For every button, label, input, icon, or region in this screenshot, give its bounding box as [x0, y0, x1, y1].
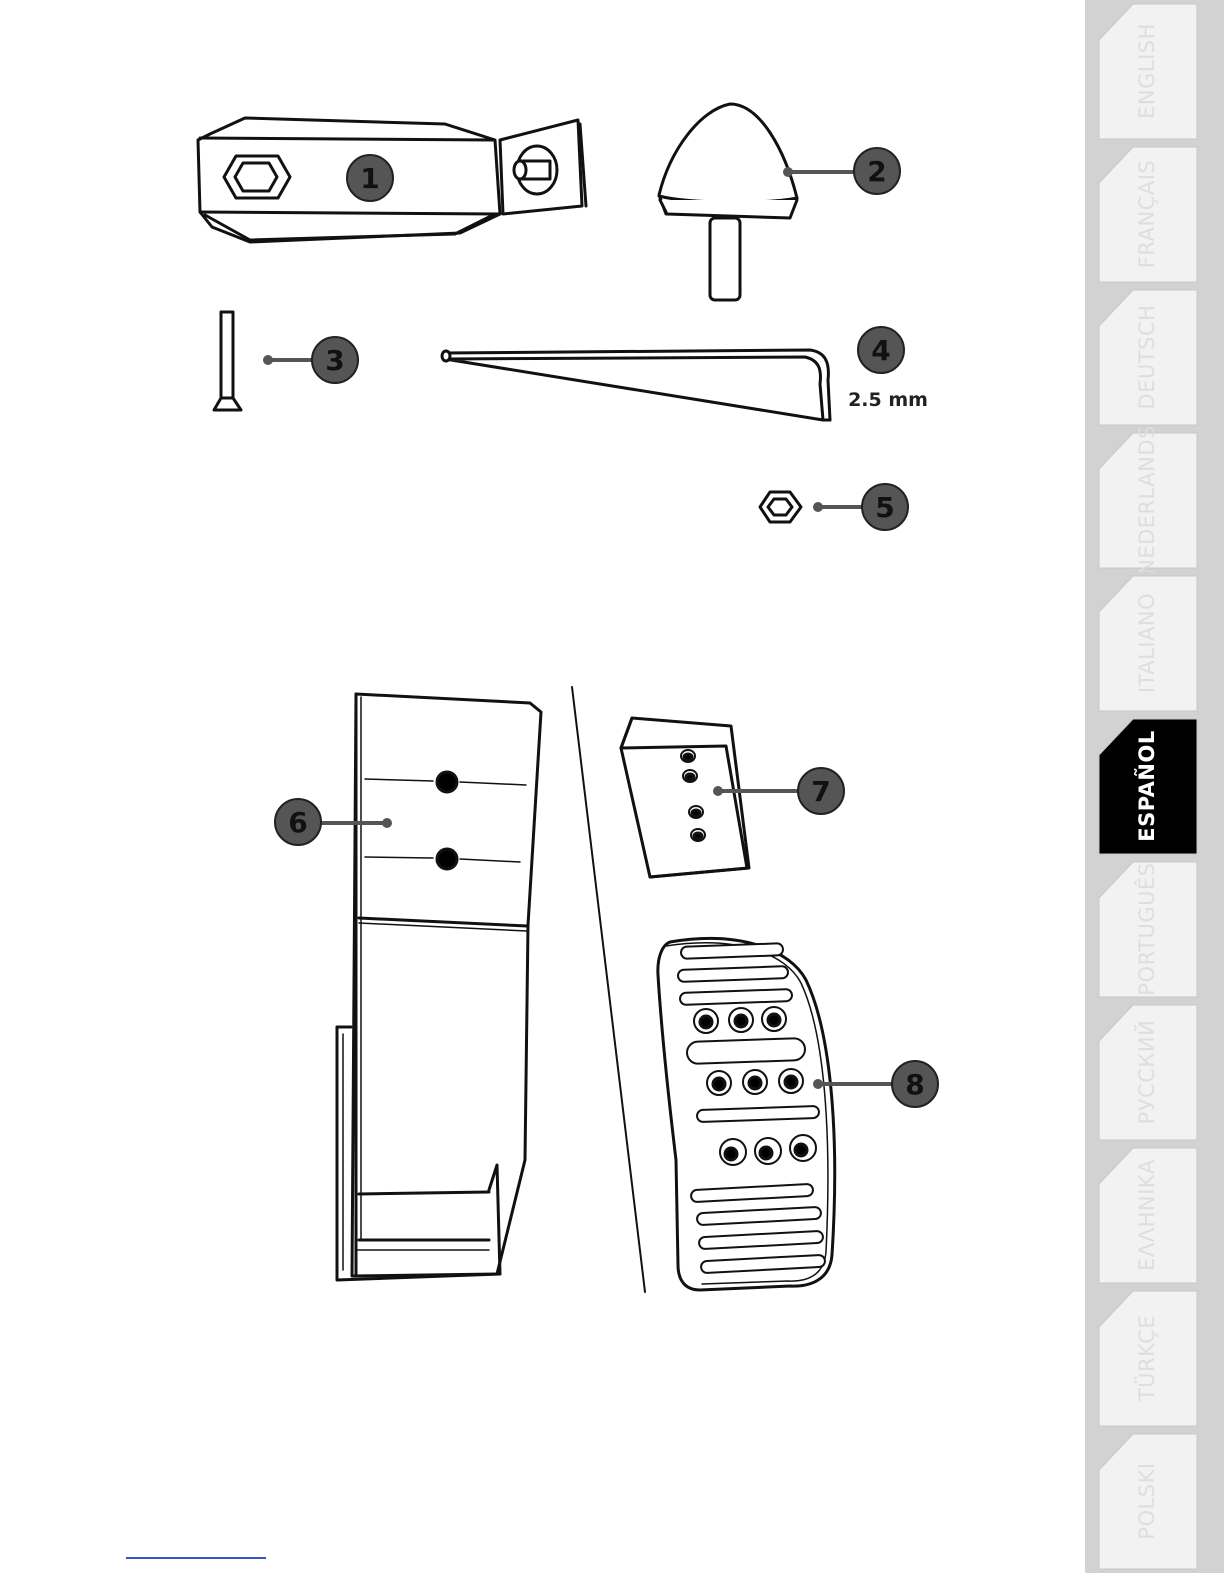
- language-tab-português[interactable]: PORTUGUÊS: [1085, 858, 1224, 1001]
- language-tab-ελληνικα[interactable]: ΕΛΛΗΝΙΚΑ: [1085, 1144, 1224, 1287]
- language-tab-deutsch[interactable]: DEUTSCH: [1085, 286, 1224, 429]
- language-tab-strip: ENGLISH FRANÇAIS DEUTSCH NEDERLANDS ITALIANO…: [1085, 0, 1224, 1584]
- language-tab-español[interactable]: ESPAÑOL: [1085, 715, 1224, 858]
- language-tab-русский[interactable]: РУССКИЙ: [1085, 1001, 1224, 1144]
- allen-key-size-label: 2.5 mm: [848, 389, 928, 411]
- part-7-spacer-block: [621, 718, 749, 877]
- callout-8: 8: [892, 1061, 938, 1107]
- svg-text:4: 4: [871, 334, 890, 367]
- language-tab-italiano[interactable]: ITALIANO: [1085, 572, 1224, 715]
- svg-text:2: 2: [867, 155, 886, 188]
- footer-link-underline: [126, 1557, 266, 1559]
- language-tab-français[interactable]: FRANÇAIS: [1085, 143, 1224, 286]
- callout-4: 4: [858, 327, 904, 373]
- language-tab-label: ITALIANO: [1135, 593, 1159, 693]
- language-tab-label: POLSKI: [1135, 1462, 1159, 1539]
- language-tab-label: TÜRKÇE: [1135, 1315, 1159, 1401]
- language-tab-türkçe[interactable]: TÜRKÇE: [1085, 1287, 1224, 1430]
- callout-6: 6: [275, 799, 321, 845]
- language-tab-label: ESPAÑOL: [1135, 730, 1159, 842]
- svg-text:7: 7: [811, 775, 830, 808]
- callout-2: 2: [854, 148, 900, 194]
- part-2-cone-stopper: [659, 104, 797, 300]
- language-tab-label: DEUTSCH: [1135, 305, 1159, 410]
- callout-5: 5: [862, 484, 908, 530]
- callout-7: 7: [798, 768, 844, 814]
- language-tab-label: FRANÇAIS: [1135, 160, 1159, 268]
- callout-1: 1: [347, 155, 393, 201]
- svg-text:6: 6: [288, 806, 307, 839]
- language-tab-label: NEDERLANDS: [1135, 425, 1159, 575]
- svg-text:5: 5: [875, 491, 894, 524]
- part-5-nut: [760, 492, 801, 522]
- language-tab-polski[interactable]: POLSKI: [1085, 1430, 1224, 1573]
- part-3-screw: [214, 312, 241, 410]
- language-tab-label: ΕΛΛΗΝΙΚΑ: [1135, 1159, 1159, 1271]
- language-tab-label: ENGLISH: [1135, 23, 1159, 119]
- callout-3: 3: [312, 337, 358, 383]
- svg-text:1: 1: [360, 162, 379, 195]
- part-4-allen-key: [442, 350, 830, 420]
- svg-text:8: 8: [905, 1068, 924, 1101]
- language-tab-label: PORTUGUÊS: [1135, 862, 1159, 995]
- svg-text:3: 3: [325, 344, 344, 377]
- language-tab-english[interactable]: ENGLISH: [1085, 0, 1224, 143]
- language-tab-nederlands[interactable]: NEDERLANDS: [1085, 429, 1224, 572]
- language-tab-label: РУССКИЙ: [1135, 1020, 1159, 1125]
